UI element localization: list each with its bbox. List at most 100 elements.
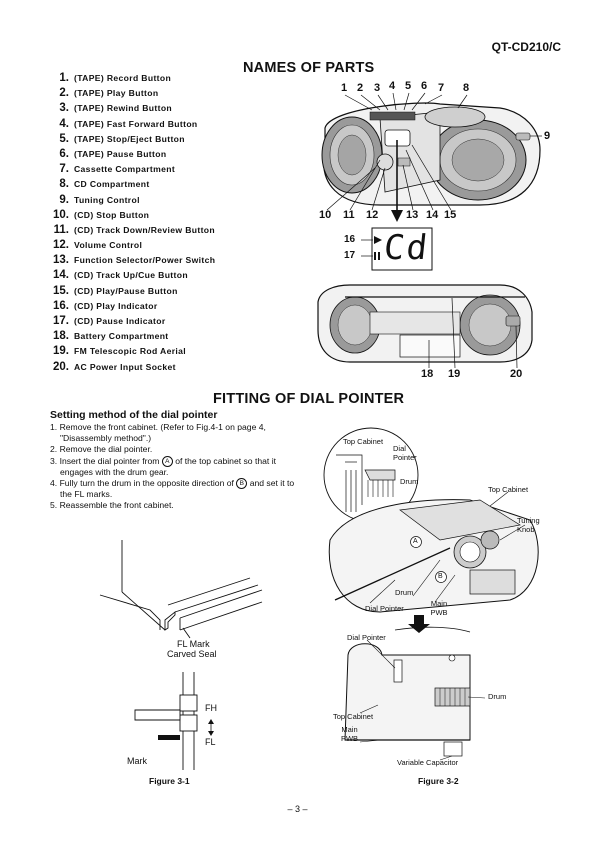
- names-of-parts-title: NAMES OF PARTS: [243, 60, 375, 76]
- part-number: 13.: [53, 254, 69, 267]
- part-item: 1. (TAPE) Record Button: [47, 72, 267, 87]
- part-number: 20.: [53, 360, 69, 373]
- part-number: 10.: [53, 208, 69, 221]
- part-number: 9.: [59, 193, 69, 206]
- fh-label: FH: [205, 703, 217, 713]
- part-item: 15.(CD) Play/Pause Button: [47, 285, 267, 300]
- callout-19: 19: [448, 368, 461, 380]
- marker-b-icon: B: [236, 478, 248, 490]
- marker-b-label: B: [438, 573, 443, 580]
- parts-list: 1. (TAPE) Record Button 2. (TAPE) Play Butt…: [47, 72, 267, 376]
- callout-11: 11: [343, 209, 355, 221]
- marker-a-label: A: [413, 538, 418, 545]
- part-number: 1.: [59, 72, 69, 84]
- part-item: 4. (TAPE) Fast Forward Button: [47, 118, 267, 133]
- part-label: (CD) Track Down/Review Button: [74, 224, 215, 235]
- dial-pointer-label-2: Dial Pointer: [365, 604, 404, 613]
- part-item: 3.(TAPE) Rewind Button: [47, 102, 267, 117]
- part-label: AC Power Input Socket: [74, 361, 176, 372]
- figure-3-2-caption: Figure 3-2: [418, 776, 459, 786]
- callout-3: 3: [374, 82, 381, 94]
- part-number: 11.: [53, 223, 69, 236]
- part-item: 5. (TAPE) Stop/Eject Button: [47, 133, 267, 148]
- figure-3-1-caption: Figure 3-1: [149, 776, 190, 786]
- callout-14: 14: [426, 209, 439, 221]
- part-label: (CD) Play Indicator: [74, 300, 158, 311]
- callout-16: 16: [344, 234, 356, 245]
- callout-9: 9: [544, 130, 551, 142]
- page-number: – 3 –: [287, 804, 308, 814]
- callout-20: 20: [510, 368, 523, 380]
- callout-18: 18: [421, 368, 434, 380]
- part-label: Cassette Compartment: [74, 164, 176, 175]
- callout-17: 17: [344, 250, 356, 261]
- part-label: (TAPE) Play Button: [74, 88, 159, 99]
- callout-4: 4: [389, 80, 396, 92]
- drum-label-3: Drum: [488, 692, 507, 701]
- part-number: 12.: [53, 239, 69, 252]
- fl-mark-label: FL Mark: [177, 639, 210, 649]
- callout-5: 5: [405, 80, 412, 92]
- callout-15: 15: [444, 209, 457, 221]
- part-label: Volume Control: [74, 240, 143, 251]
- part-number: 7.: [59, 163, 69, 176]
- top-cabinet-label-1: Top Cabinet: [343, 437, 384, 446]
- dial-pointer-label-1: Dial Pointer: [393, 444, 417, 462]
- part-number: 17.: [53, 315, 69, 327]
- part-label: FM Telescopic Rod Aerial: [74, 346, 187, 357]
- part-label: Battery Compartment: [74, 331, 169, 342]
- main-pwb-label-2: Main PWB: [340, 725, 359, 743]
- part-item: 14.(CD) Track Up/Cue Button: [47, 269, 267, 284]
- drum-label-2: Drum: [395, 588, 414, 597]
- part-item: 12. Volume Control: [47, 239, 267, 254]
- part-item: 7. Cassette Compartment: [47, 163, 267, 178]
- callout-7: 7: [438, 82, 445, 94]
- part-label: (TAPE) Record Button: [74, 73, 172, 83]
- tuning-knob-label: Tuning Knob: [517, 516, 540, 534]
- part-label: Tuning Control: [74, 194, 140, 205]
- part-number: 16.: [53, 299, 69, 312]
- fitting-title: FITTING OF DIAL POINTER: [213, 391, 405, 407]
- dial-pointer-label-3: Dial Pointer: [347, 633, 386, 642]
- part-number: 2.: [59, 87, 69, 100]
- part-number: 15.: [53, 284, 69, 297]
- part-number: 8.: [59, 178, 69, 191]
- part-label: (TAPE) Stop/Eject Button: [74, 133, 185, 144]
- step-1: 1. Remove the front cabinet. (Refer to F…: [50, 422, 266, 444]
- part-number: 4.: [59, 117, 69, 130]
- main-pwb-label-1: Main PWB: [430, 599, 448, 617]
- part-item: 19.FM Telescopic Rod Aerial: [47, 345, 267, 360]
- part-label: (TAPE) Fast Forward Button: [74, 118, 198, 129]
- part-number: 18.: [53, 330, 69, 343]
- step-2: 2. Remove the dial pointer.: [50, 444, 153, 455]
- part-label: (TAPE) Pause Button: [74, 148, 167, 159]
- callout-8: 8: [463, 82, 470, 94]
- part-label: (CD) Track Up/Cue Button: [74, 270, 188, 281]
- part-item: 20. AC Power Input Socket: [47, 361, 267, 376]
- part-item: 16. (CD) Play Indicator: [47, 300, 267, 315]
- top-cabinet-label-2: Top Cabinet: [488, 485, 529, 494]
- part-number: 5.: [59, 132, 69, 145]
- step-3: 3. Insert the dial pointer from A of the…: [50, 455, 276, 477]
- part-label: Function Selector/Power Switch: [74, 255, 216, 266]
- part-item: 18. Battery Compartment: [47, 330, 267, 345]
- callout-6: 6: [421, 80, 428, 92]
- drum-label-1: Drum: [400, 477, 419, 486]
- part-item: 13. Function Selector/Power Switch: [47, 254, 267, 269]
- callout-2: 2: [357, 82, 364, 94]
- procedure-steps: 1. Remove the front cabinet. (Refer to F…: [50, 422, 300, 512]
- part-item: 11. (CD) Track Down/Review Button: [47, 224, 267, 239]
- model-number: QT-CD210/C: [491, 40, 561, 54]
- callout-1: 1: [341, 82, 348, 94]
- carved-seal-label: Carved Seal: [167, 649, 217, 659]
- part-label: (CD) Stop Button: [74, 209, 150, 220]
- part-number: 3.: [59, 102, 69, 115]
- callout-10: 10: [319, 209, 332, 221]
- step-4: 4. Fully turn the drum in the opposite d…: [50, 478, 295, 500]
- fl-label: FL: [205, 737, 216, 747]
- part-item: 8.CD Compartment: [47, 178, 267, 193]
- part-label: (CD) Pause Indicator: [74, 316, 166, 326]
